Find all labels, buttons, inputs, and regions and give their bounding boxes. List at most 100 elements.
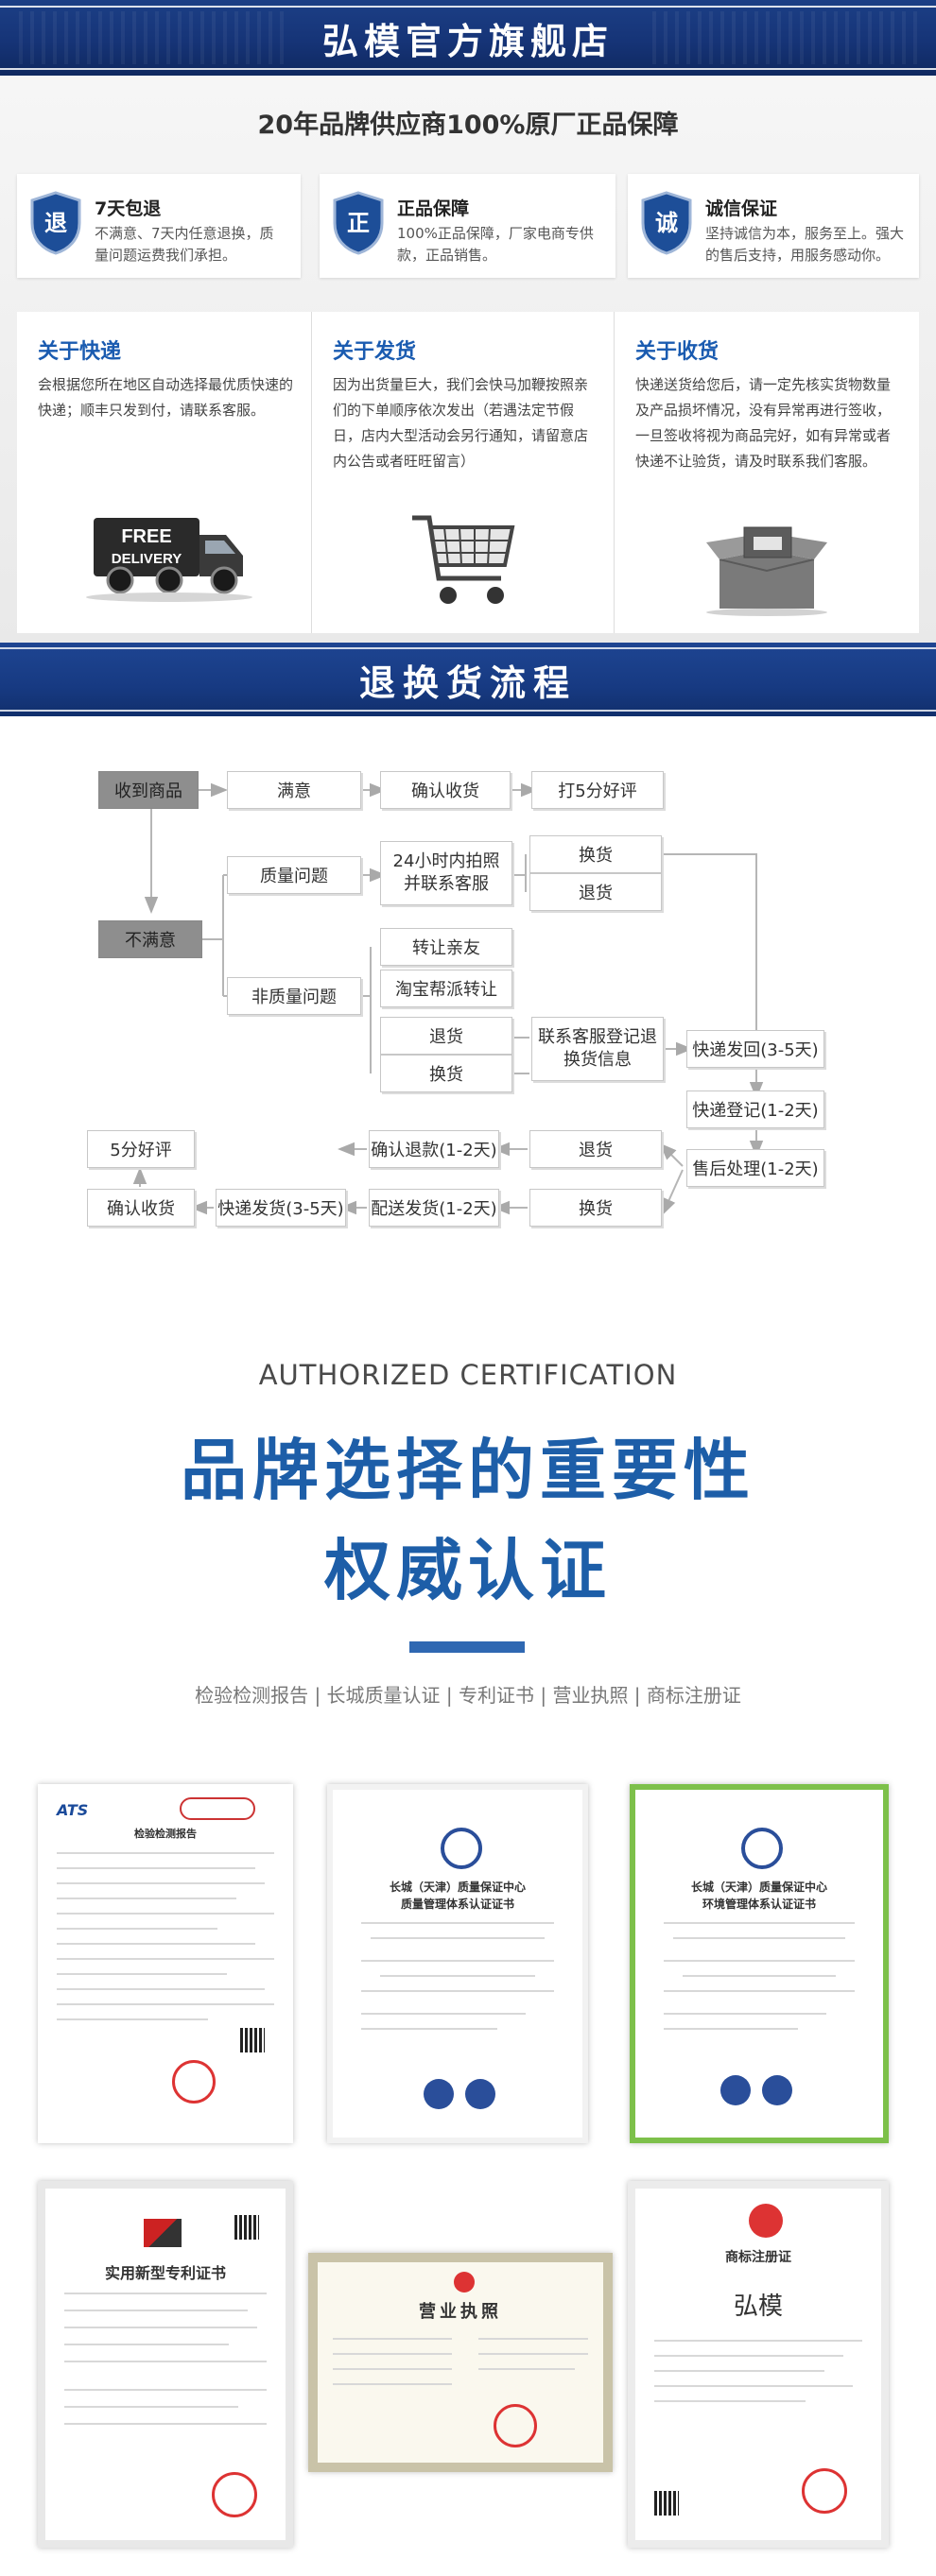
flow-step-exchange-3: 换货 xyxy=(529,1189,662,1227)
doc-environment-certificate: 长城（天津）质量保证中心 环境管理体系认证证书 xyxy=(630,1784,889,2143)
flow-step-resend: 配送发货(1-2天) xyxy=(369,1189,499,1227)
flow-step-quality: 质量问题 xyxy=(227,856,361,894)
flow-step-confirm-final: 确认收货 xyxy=(87,1189,195,1227)
svg-text:正: 正 xyxy=(347,210,370,236)
doc-title: 长城（天津）质量保证中心 xyxy=(690,1880,827,1894)
doc-trademark-certificate: 商标注册证 弘模 xyxy=(628,2181,889,2548)
process-title: 退换货流程 xyxy=(358,661,577,704)
iaf-logo-icon xyxy=(424,2079,454,2109)
flow-step-exchange: 换货 xyxy=(529,835,662,873)
free-delivery-truck-icon: FREE DELIVERY xyxy=(85,518,252,602)
service-headline: 20年品牌供应商100%原厂正品保障 xyxy=(257,111,679,140)
guarantee-title: 7天包退 xyxy=(95,198,162,219)
info-desc: 快递送货给您后，请一定先核实货物数量及产品损坏情况，没有异常再进行签收，一旦签收… xyxy=(635,376,892,470)
info-title: 关于收货 xyxy=(635,340,719,364)
flow-step-register: 快递登记(1-2天) xyxy=(686,1091,824,1128)
info-title: 关于快递 xyxy=(38,340,122,364)
doc-title: 营业执照 xyxy=(419,2302,502,2322)
open-package-box-icon xyxy=(706,526,827,616)
flow-step-contact: 联系客服登记退换货信息 xyxy=(531,1017,664,1081)
doc-title: 实用新型专利证书 xyxy=(104,2264,226,2282)
national-emblem-icon xyxy=(454,2272,475,2293)
flow-step-photo: 24小时内拍照并联系客服 xyxy=(380,841,512,905)
info-desc: 因为出货量巨大，我们会快马加鞭按照亲们的下单顺序依次发出（若遇法定节假日，店内大… xyxy=(333,376,589,470)
flow-step-satisfied: 满意 xyxy=(227,771,361,809)
info-card-shipping: 关于发货 因为出货量巨大，我们会快马加鞭按照亲们的下单顺序依次发出（若遇法定节假… xyxy=(312,312,615,633)
doc-inspection-report: ATS 检验检测报告 xyxy=(38,1784,293,2143)
banner-decoration-right xyxy=(652,11,917,64)
shield-icon: 诚 xyxy=(641,191,692,255)
flow-step-confirm-receipt: 确认收货 xyxy=(380,771,511,809)
flow-step-receive: 收到商品 xyxy=(98,771,199,809)
ats-logo: ATS xyxy=(57,1801,89,1819)
flow-step-exchange-2: 换货 xyxy=(380,1055,512,1092)
doc-patent-certificate: 实用新型专利证书 xyxy=(38,2181,293,2548)
guarantee-card-authentic: 正 正品保障 100%正品保障，厂家电商专供款，正品销售。 xyxy=(320,174,615,278)
doc-subtitle: 质量管理体系认证证书 xyxy=(400,1898,514,1911)
banner-decoration-left xyxy=(19,11,284,64)
svg-text:退: 退 xyxy=(44,210,67,236)
flow-step-express: 快递发货(3-5天) xyxy=(216,1189,346,1227)
svg-text:DELIVERY: DELIVERY xyxy=(111,551,181,567)
info-title: 关于发货 xyxy=(333,340,417,364)
guarantee-card-return: 退 7天包退 不满意、7天内任意退换，质量问题运费我们承担。 xyxy=(17,174,301,278)
doc-title: 检验检测报告 xyxy=(134,1828,197,1840)
cert-title-line1: 品牌选择的重要性 xyxy=(181,1432,755,1509)
flow-step-non-quality: 非质量问题 xyxy=(227,977,361,1015)
qr-code-icon xyxy=(654,2491,679,2516)
trademark-brand: 弘模 xyxy=(733,2293,783,2321)
process-banner: 退换货流程 xyxy=(0,643,936,716)
cert-category-nav: 检验检测报告 | 长城质量认证 | 专利证书 | 营业执照 | 商标注册证 xyxy=(195,1684,741,1707)
cert-logo-icon xyxy=(741,1828,783,1869)
flow-connectors xyxy=(132,782,764,1216)
cert-subtitle: AUTHORIZED CERTIFICATION xyxy=(258,1359,678,1391)
qr-code-icon xyxy=(240,2028,265,2052)
cert-title-line2: 权威认证 xyxy=(324,1532,612,1609)
flow-step-rate-5: 打5分好评 xyxy=(531,771,664,809)
guarantee-card-integrity: 诚 诚信保证 坚持诚信为本，服务至上。强大的售后支持，用服务感动你。 xyxy=(628,174,919,278)
flow-step-unsatisfied: 不满意 xyxy=(98,920,202,958)
flow-step-after-sale: 售后处理(1-2天) xyxy=(686,1149,824,1187)
shop-title: 弘模官方旗舰店 xyxy=(321,20,614,62)
doc-quality-certificate: 长城（天津）质量保证中心 质量管理体系认证证书 xyxy=(327,1784,588,2143)
doc-business-license: 营业执照 xyxy=(308,2253,613,2472)
shop-title-banner: 弘模官方旗舰店 xyxy=(0,0,936,76)
cnas-logo-icon xyxy=(465,2079,495,2109)
guarantee-desc: 100%正品保障，厂家电商专供款，正品销售。 xyxy=(397,225,594,264)
cert-logo-icon xyxy=(441,1828,482,1869)
red-seal-icon xyxy=(802,2468,847,2514)
service-section: 20年品牌供应商100%原厂正品保障 退 7天包退 不满意、7天内任意退换，质量… xyxy=(0,76,936,643)
iaf-logo-icon xyxy=(720,2075,751,2105)
flow-step-return-3: 退货 xyxy=(529,1130,662,1168)
info-card-receiving: 关于收货 快递送货给您后，请一定先核实货物数量及产品损坏情况，没有异常再进行签收… xyxy=(615,312,919,633)
info-desc: 会根据您所在地区自动选择最优质快速的快递；顺丰只发到付，请联系客服。 xyxy=(38,376,294,419)
red-seal-icon xyxy=(172,2060,216,2104)
svg-text:FREE: FREE xyxy=(121,526,171,547)
svg-text:诚: 诚 xyxy=(655,210,678,236)
cnas-logo-icon xyxy=(762,2075,792,2105)
guarantee-desc: 坚持诚信为本，服务至上。强大的售后支持，用服务感动你。 xyxy=(705,225,905,264)
guarantee-desc: 不满意、7天内任意退换，质量问题运费我们承担。 xyxy=(95,225,274,264)
patent-logo-icon xyxy=(144,2219,182,2247)
doc-title: 长城（天津）质量保证中心 xyxy=(389,1880,526,1894)
shield-icon: 退 xyxy=(30,191,81,255)
shield-icon: 正 xyxy=(333,191,384,255)
flow-step-gift: 转让亲友 xyxy=(380,928,512,966)
red-seal-icon xyxy=(494,2404,537,2447)
cma-stamp-icon xyxy=(180,1797,255,1820)
qr-code-icon xyxy=(234,2215,259,2240)
guarantee-title: 正品保障 xyxy=(397,198,470,219)
guarantee-title: 诚信保证 xyxy=(705,198,778,219)
flow-step-return: 退货 xyxy=(529,873,662,911)
flow-step-return-2: 退货 xyxy=(380,1017,512,1055)
cert-divider-bar xyxy=(409,1641,525,1653)
shopping-cart-icon xyxy=(411,515,514,604)
flow-step-rate-final: 5分好评 xyxy=(87,1130,195,1168)
national-emblem-icon xyxy=(749,2204,783,2238)
flow-step-ship-back: 快递发回(3-5天) xyxy=(686,1030,824,1068)
doc-subtitle: 环境管理体系认证证书 xyxy=(702,1898,816,1911)
doc-title: 商标注册证 xyxy=(725,2250,791,2265)
flow-step-resell: 淘宝帮派转让 xyxy=(380,970,512,1007)
red-seal-icon xyxy=(212,2472,257,2517)
return-flow-diagram: 收到商品 满意 确认收货 打5分好评 不满意 质量问题 24小时内拍照并联系客服… xyxy=(0,716,936,1245)
